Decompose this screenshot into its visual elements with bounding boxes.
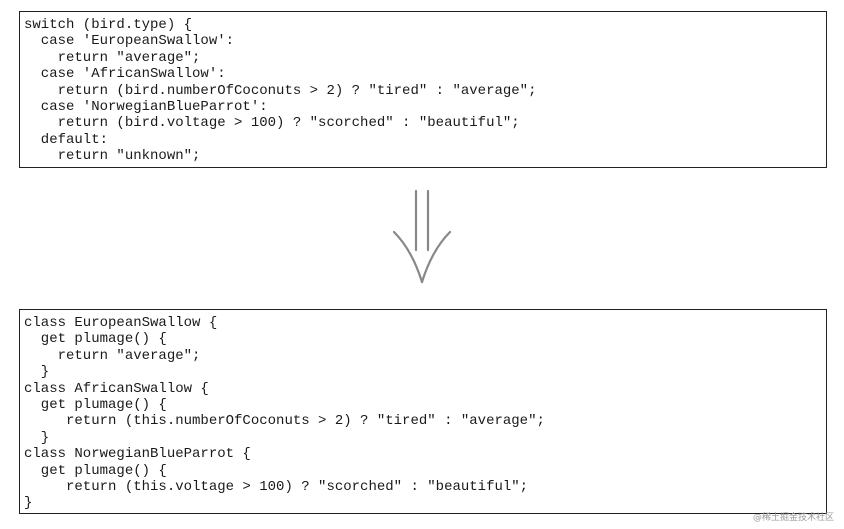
after-code-line: return (this.numberOfCoconuts > 2) ? "ti…	[24, 413, 545, 430]
before-code-line: return "average";	[24, 49, 201, 66]
after-code-line: class NorwegianBlueParrot {	[24, 446, 251, 463]
after-code-line: class EuropeanSwallow {	[24, 315, 218, 331]
before-code-line: case 'EuropeanSwallow':	[24, 33, 235, 50]
before-code-line: return (bird.numberOfCoconuts > 2) ? "ti…	[24, 82, 537, 99]
after-code-block: class EuropeanSwallow { get plumage() { …	[19, 309, 827, 514]
before-code-line: switch (bird.type) {	[24, 17, 193, 33]
after-code-line: get plumage() {	[24, 396, 167, 413]
after-code-line: get plumage() {	[24, 331, 167, 348]
before-code-line: case 'AfricanSwallow':	[24, 66, 226, 83]
double-down-arrow-icon	[392, 189, 452, 284]
before-code-line: return (bird.voltage > 100) ? "scorched"…	[24, 115, 520, 132]
after-code-line: }	[24, 429, 50, 446]
after-code-line: }	[24, 364, 50, 381]
before-code-line: case 'NorwegianBlueParrot':	[24, 98, 268, 115]
after-code-line: }	[24, 495, 33, 512]
before-code-block: switch (bird.type) { case 'EuropeanSwall…	[19, 11, 827, 168]
after-code-line: class AfricanSwallow {	[24, 380, 209, 397]
before-code-line: default:	[24, 131, 109, 148]
watermark: @稀土掘金技术社区	[752, 513, 834, 523]
after-code-line: get plumage() {	[24, 462, 167, 479]
before-code-line: return "unknown";	[24, 148, 201, 165]
after-code-line: return (this.voltage > 100) ? "scorched"…	[24, 478, 529, 495]
after-code-line: return "average";	[24, 347, 201, 364]
